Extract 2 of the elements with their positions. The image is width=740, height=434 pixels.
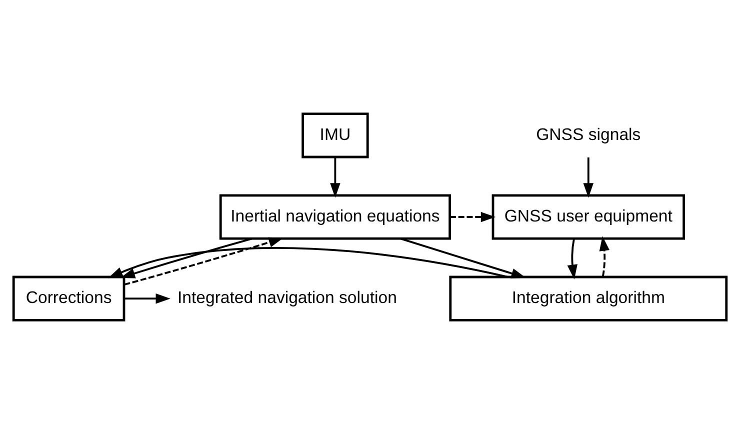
- node-text: GNSS signals: [536, 124, 641, 144]
- node-text: Integrated navigation solution: [177, 288, 397, 308]
